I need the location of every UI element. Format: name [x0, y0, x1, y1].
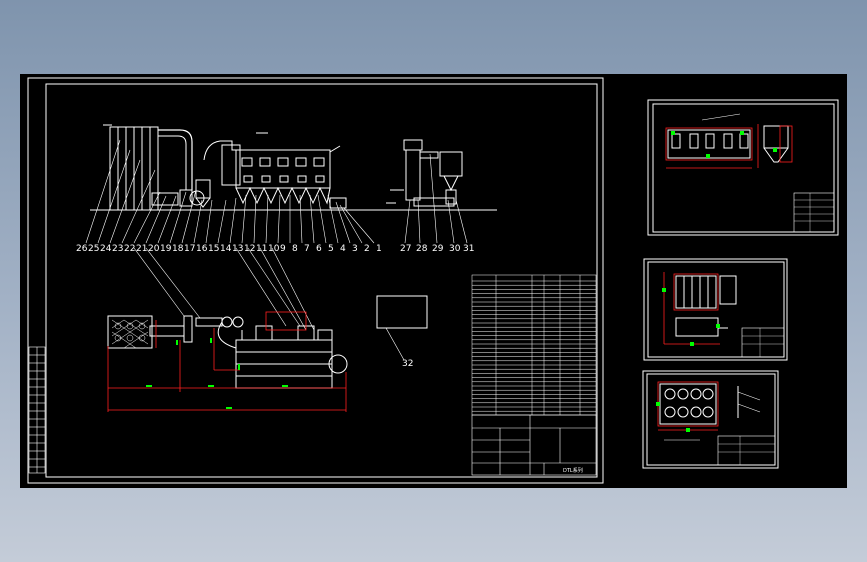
part-label: 18 — [172, 244, 184, 254]
dryer-body — [221, 132, 347, 209]
part-label: 19 — [160, 244, 172, 254]
main-sheet — [27, 77, 604, 484]
part-label: 5 — [328, 244, 334, 254]
part-label: 25 — [88, 244, 99, 254]
part-label: 8 — [292, 244, 298, 254]
part-label: 15 — [208, 244, 219, 254]
part-label: 6 — [316, 244, 322, 254]
part-label: 17 — [184, 244, 195, 254]
cyclone — [195, 140, 236, 208]
part-label: 16 — [196, 244, 208, 254]
sheet-plan-detail — [642, 370, 779, 469]
part-label: 2 — [364, 244, 370, 254]
part-label: 12 — [244, 244, 255, 254]
leader-lines — [85, 139, 468, 244]
drawing-code: DTL系列 — [563, 467, 583, 474]
part-label: 29 — [432, 244, 444, 254]
part-label: 22 — [124, 244, 135, 254]
part-label: 31 — [463, 244, 474, 254]
callout-box — [376, 295, 428, 329]
part-label: 23 — [112, 244, 123, 254]
part-label: 7 — [304, 244, 310, 254]
part-label: 9 — [280, 244, 286, 254]
main-sheet-border-inner — [45, 83, 598, 478]
part-label: 21 — [136, 244, 147, 254]
part-label: 14 — [220, 244, 232, 254]
model-space[interactable] — [20, 74, 847, 488]
part-label: 27 — [400, 244, 411, 254]
dimension-marks — [146, 338, 288, 409]
bag-filter-tower — [103, 124, 159, 211]
part-label: 20 — [148, 244, 160, 254]
part-label: 30 — [449, 244, 461, 254]
part-label: 1 — [376, 244, 382, 254]
revision-strip — [28, 346, 46, 474]
part-label: 11 — [256, 244, 267, 254]
part-label: 26 — [76, 244, 88, 254]
hot-air-furnace — [386, 139, 463, 207]
main-duct — [158, 129, 193, 190]
parts-list — [471, 274, 597, 416]
part-label: 10 — [268, 244, 280, 254]
part-label: 3 — [352, 244, 358, 254]
callout-label: 32 — [402, 359, 413, 369]
dimension-lines — [107, 311, 347, 412]
title-block — [471, 414, 597, 476]
part-label: 13 — [232, 244, 243, 254]
main-sheet-border-outer — [27, 77, 604, 484]
filter-lattice — [111, 319, 149, 349]
part-label: 24 — [100, 244, 112, 254]
part-label: 28 — [416, 244, 428, 254]
part-label: 4 — [340, 244, 346, 254]
